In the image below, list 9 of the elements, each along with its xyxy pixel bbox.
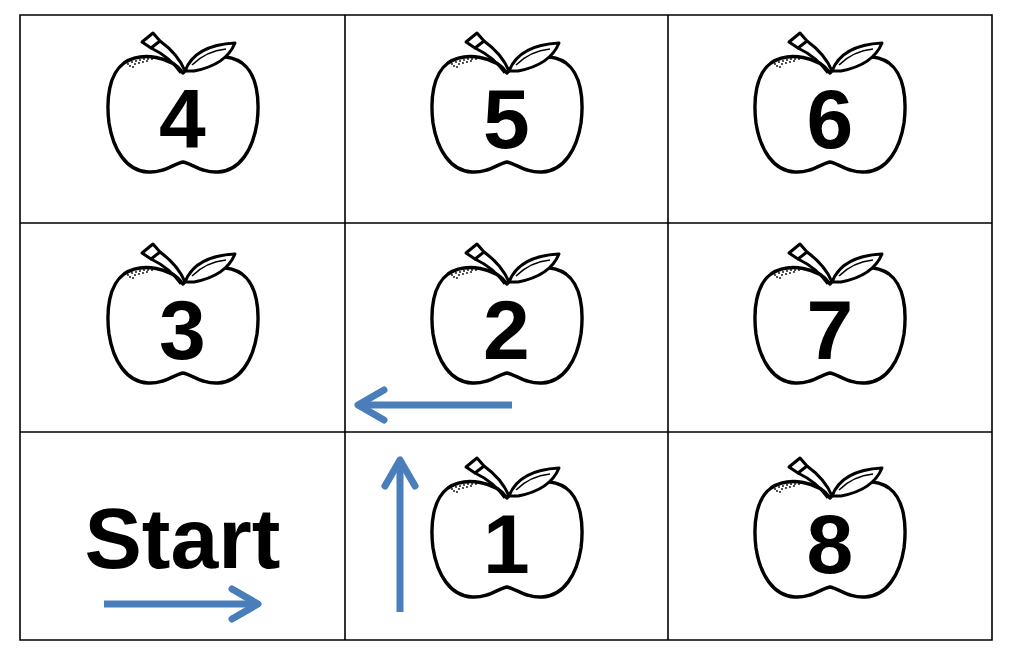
number-label: 5 bbox=[483, 77, 530, 161]
number-label: 7 bbox=[806, 288, 854, 372]
number-label: 4 bbox=[159, 77, 206, 161]
start-label: Start bbox=[84, 495, 281, 581]
number-label: 2 bbox=[483, 288, 530, 372]
number-label: 8 bbox=[806, 502, 854, 586]
number-label: 1 bbox=[483, 502, 530, 586]
number-label: 3 bbox=[159, 288, 206, 372]
number-label: 6 bbox=[806, 77, 854, 161]
